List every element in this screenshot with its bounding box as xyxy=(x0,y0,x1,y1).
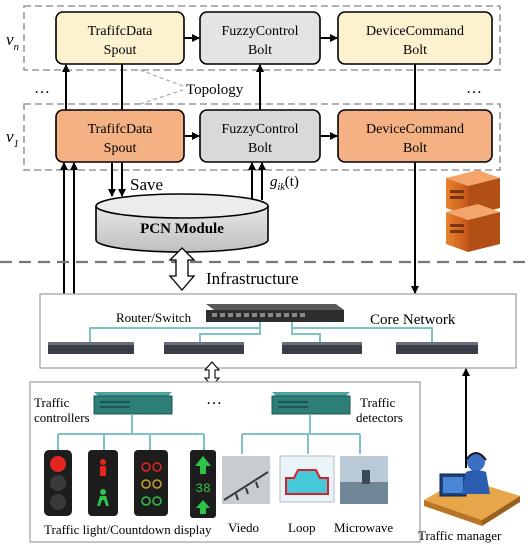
core-network-label: Core Network xyxy=(370,312,456,328)
traffic-light-red-icon xyxy=(44,450,72,516)
fuzzy-label-line2: Bolt xyxy=(248,141,272,156)
fuzzy-node-v1[interactable]: FuzzyControl Bolt xyxy=(199,109,321,163)
traffic-manager-icon xyxy=(424,452,520,526)
spout-label-line2: Spout xyxy=(104,141,137,156)
label-video: Viedo xyxy=(228,520,259,535)
microwave-detector-icon xyxy=(340,456,388,504)
topology-layer-v1 xyxy=(23,103,501,171)
detectors-label-line1: Traffic xyxy=(360,395,396,410)
traffic-manager-label: Traffic manager xyxy=(418,528,502,543)
core-router-icon xyxy=(206,304,344,322)
ellipsis-left: … xyxy=(34,80,50,97)
bicycle-light-icon xyxy=(134,450,168,516)
fuzzy-label-line2: Bolt xyxy=(248,43,272,58)
layer-label-vn: vn xyxy=(6,30,20,53)
device-label-line1: DeviceCommand xyxy=(366,122,464,137)
router-switch-label: Router/Switch xyxy=(116,310,192,325)
device-label-line2: Bolt xyxy=(403,43,427,58)
controllers-label-line1: Traffic xyxy=(34,395,70,410)
pcn-label: PCN Module xyxy=(140,221,224,237)
spout-label-line2: Spout xyxy=(104,43,137,58)
edge-switch-icon xyxy=(48,342,134,354)
edge-switch-icon xyxy=(164,342,244,354)
edge-switch-icon xyxy=(396,342,478,354)
spout-label-line1: TrafifcData xyxy=(88,122,154,137)
label-traffic-lights: Traffic light/Countdown display xyxy=(44,522,212,537)
label-loop: Loop xyxy=(288,520,315,535)
detectors-label-line2: detectors xyxy=(356,410,403,425)
edge-switch-icon xyxy=(282,342,362,354)
topology-callout-up xyxy=(139,69,184,87)
label-microwave: Microwave xyxy=(334,520,393,535)
countdown-display-icon: 38 xyxy=(190,450,216,518)
save-label: Save xyxy=(130,175,163,194)
topology-layer-vn xyxy=(23,5,501,71)
ellipsis-right: … xyxy=(466,80,482,97)
fuzzy-node-vn[interactable]: FuzzyControl Bolt xyxy=(199,11,321,65)
device-label-line1: DeviceCommand xyxy=(366,24,464,39)
fuzzy-label-line1: FuzzyControl xyxy=(222,24,299,39)
pcn-module-cylinder[interactable]: PCN Module xyxy=(95,193,269,253)
topology-callout-down xyxy=(139,89,184,105)
controllers-label-line2: controllers xyxy=(34,410,90,425)
video-camera-icon xyxy=(222,456,270,504)
device-label-line2: Bolt xyxy=(403,141,427,156)
topology-label: Topology xyxy=(186,82,244,98)
device-node-v1[interactable]: DeviceCommand Bolt xyxy=(337,109,493,163)
traffic-detector-device-icon xyxy=(271,392,351,415)
spout-node-vn[interactable]: TrafifcData Spout xyxy=(55,11,185,65)
server-stack-icon xyxy=(446,170,500,252)
network-links xyxy=(89,320,433,342)
infrastructure-label: Infrastructure xyxy=(206,269,299,288)
pedestrian-light-icon xyxy=(88,450,118,516)
loop-detector-icon xyxy=(279,455,335,503)
fuzzy-label-line1: FuzzyControl xyxy=(222,122,299,137)
field-ellipsis: … xyxy=(206,391,222,408)
field-links xyxy=(57,414,361,454)
device-node-vn[interactable]: DeviceCommand Bolt xyxy=(337,11,493,65)
pcn-infra-double-arrow xyxy=(168,247,196,291)
gik-label: gik(t) xyxy=(270,174,299,193)
countdown-value: 38 xyxy=(195,481,211,496)
traffic-controller-device-icon xyxy=(93,392,173,415)
spout-node-v1[interactable]: TrafifcData Spout xyxy=(55,109,185,163)
spout-label-line1: TrafifcData xyxy=(88,24,154,39)
layer-label-v1: v1 xyxy=(6,127,19,150)
